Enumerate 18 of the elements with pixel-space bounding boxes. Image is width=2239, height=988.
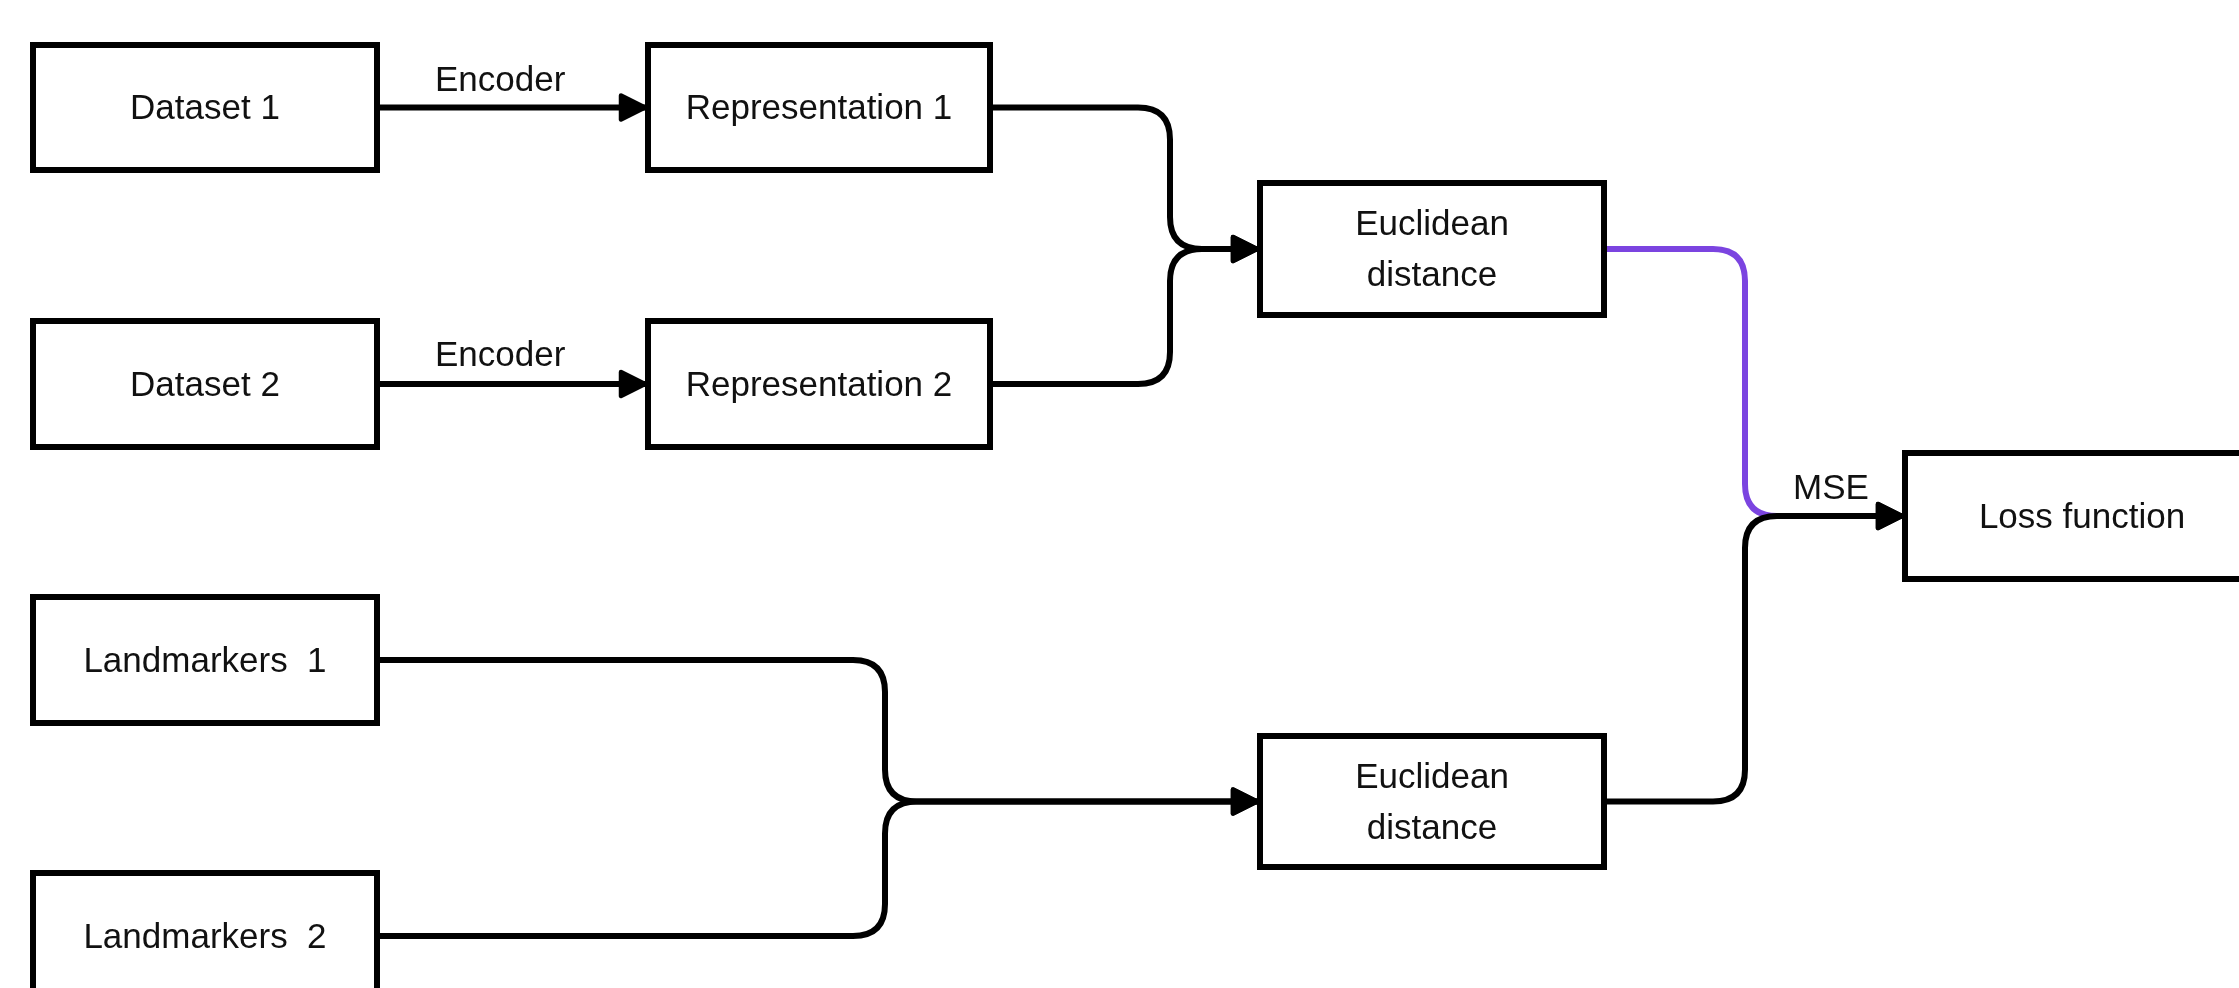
box-label: Representation 2	[685, 362, 953, 405]
box-label: Euclidean distance	[1354, 754, 1510, 848]
box-label: Dataset 1	[130, 86, 280, 129]
box-label: Landmarkers 1	[83, 638, 327, 681]
process-box	[30, 42, 380, 173]
box-label: Dataset 2	[130, 362, 280, 405]
box-label: Loss function	[1978, 494, 2186, 537]
process-box	[30, 318, 380, 450]
box-label: Representation 1	[685, 86, 953, 129]
box-label: Landmarkers 2	[83, 914, 327, 957]
process-box	[30, 594, 380, 726]
process-box	[1257, 733, 1607, 870]
process-box	[30, 870, 380, 988]
process-box	[645, 318, 993, 450]
box-label: Euclidean distance	[1354, 202, 1510, 295]
process-box	[1257, 180, 1607, 318]
process-box	[1902, 450, 2239, 582]
process-box	[645, 42, 993, 173]
